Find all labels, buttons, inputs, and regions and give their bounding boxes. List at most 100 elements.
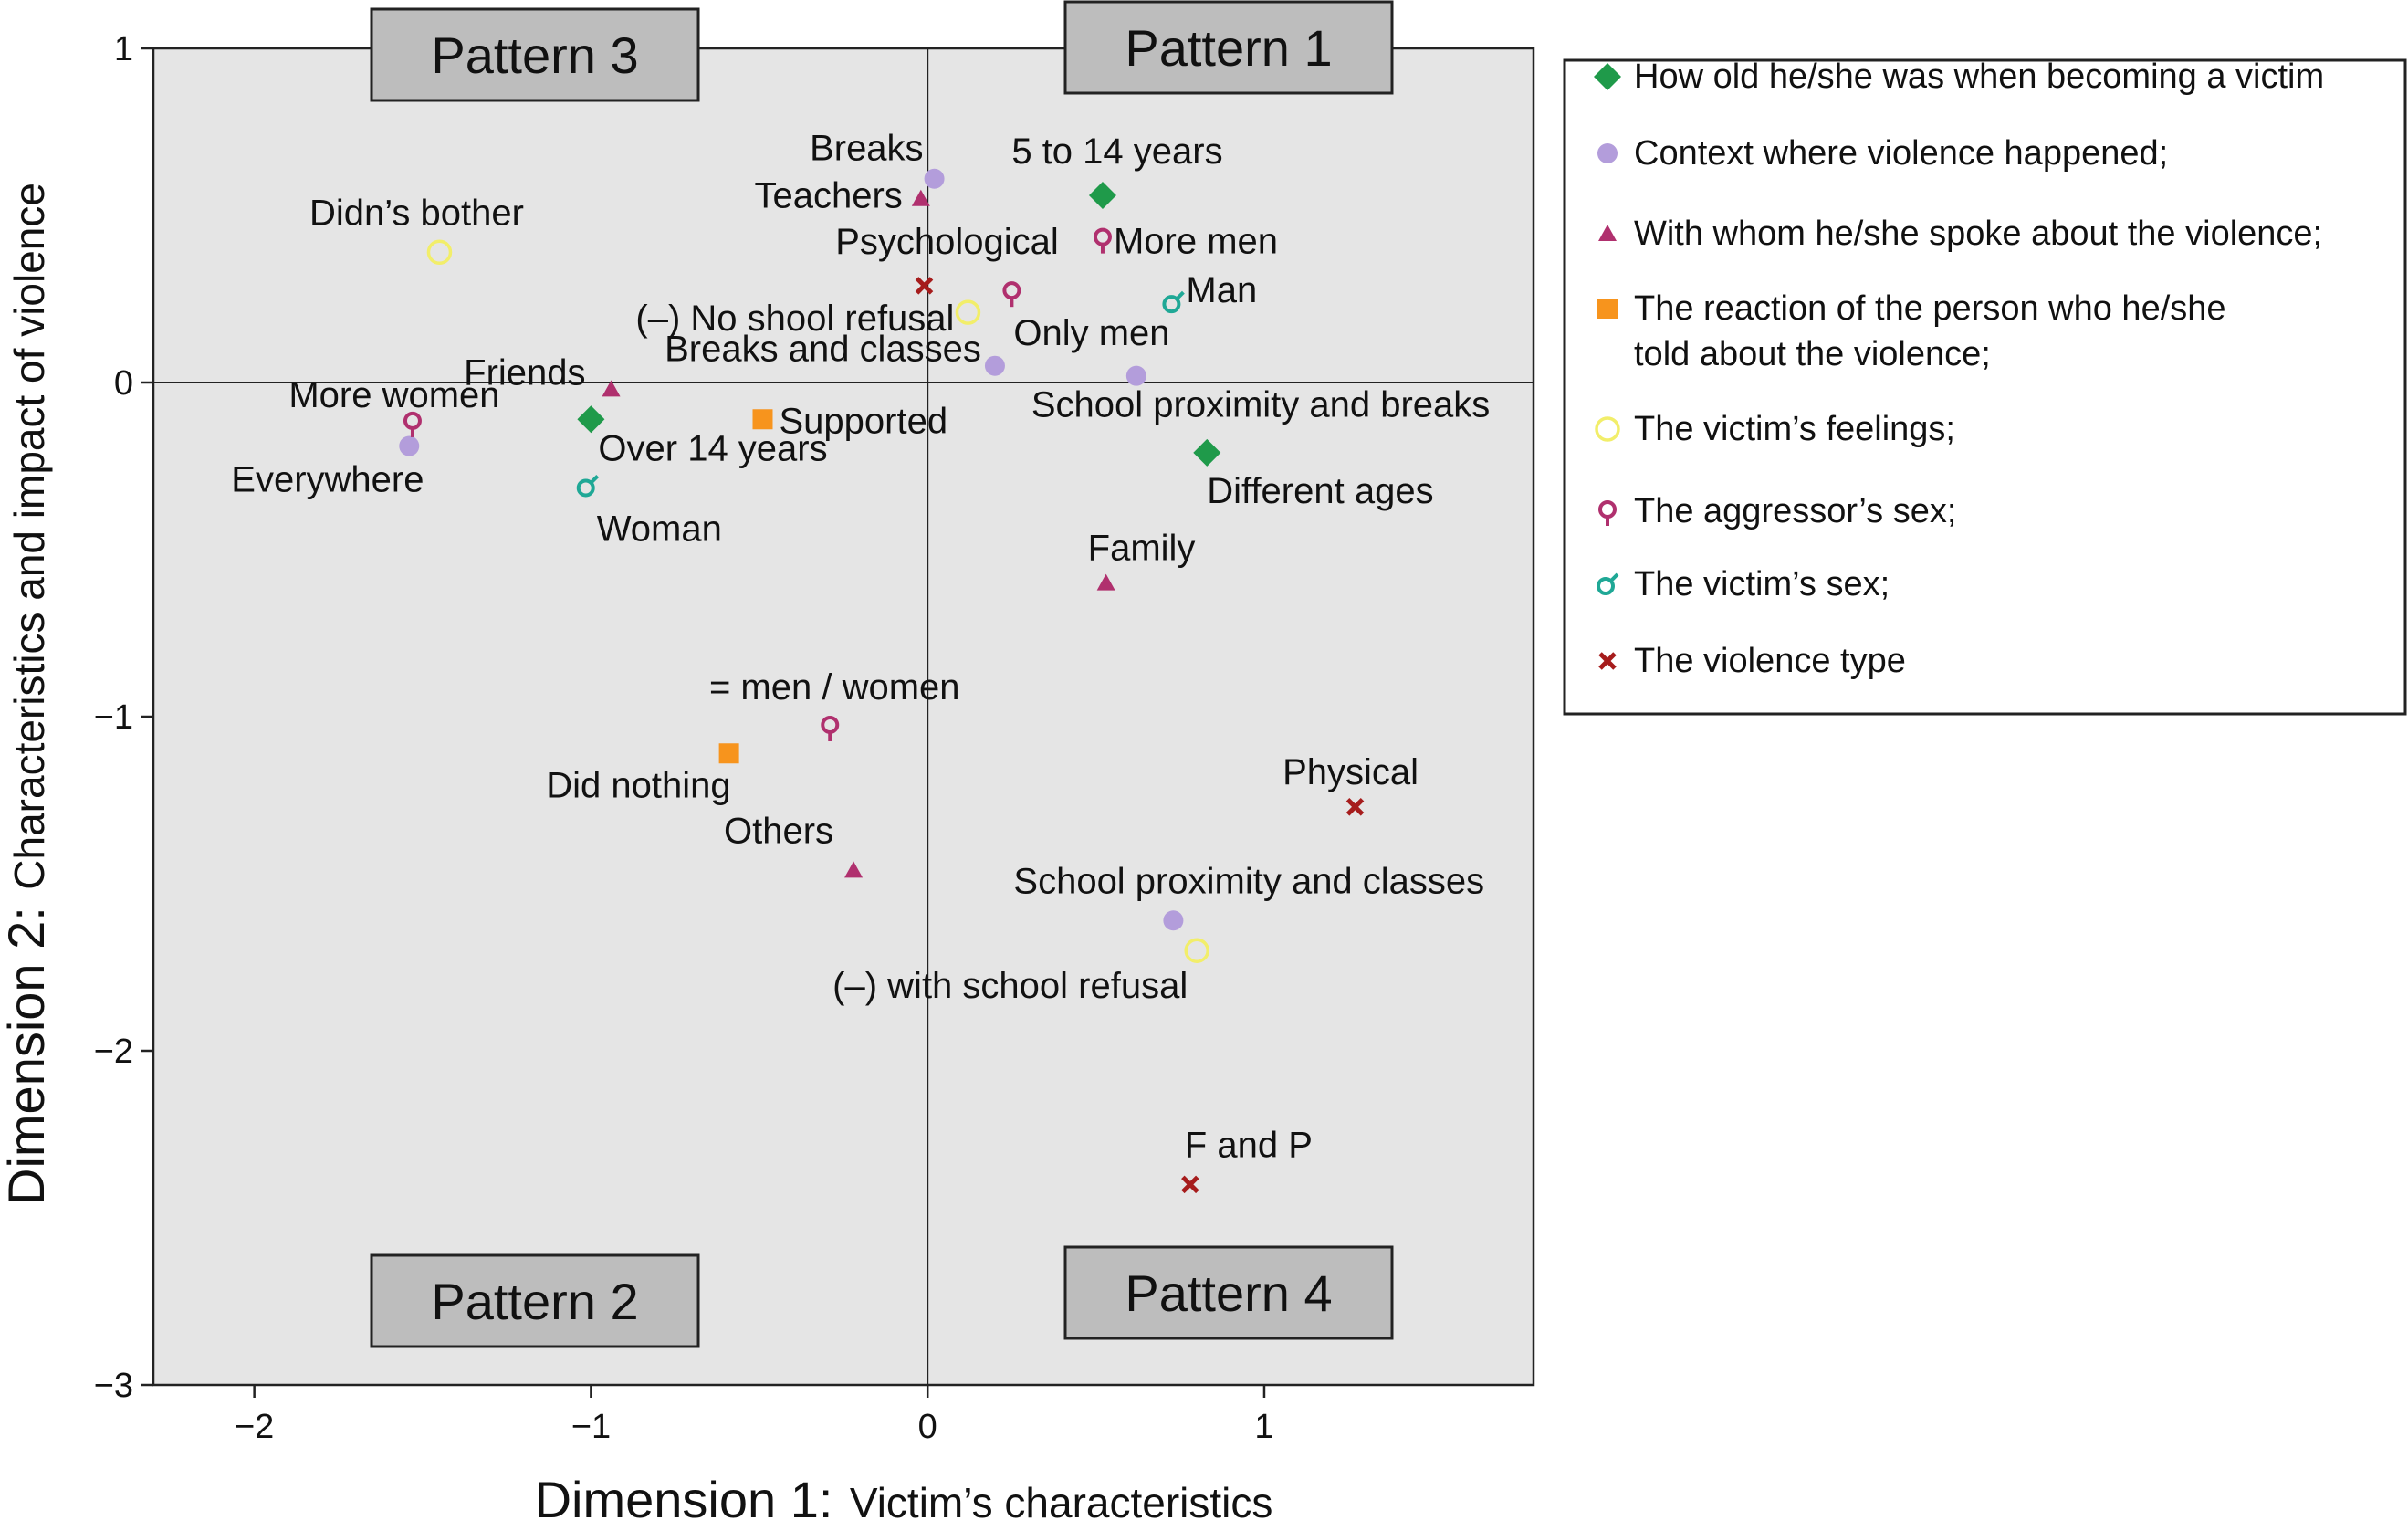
data-point <box>718 743 739 764</box>
marker-shape <box>602 380 621 397</box>
y-axis-title-prefix: Dimension 2: <box>0 907 55 1205</box>
marker-shape <box>1181 1175 1199 1194</box>
marker-shape <box>752 409 773 430</box>
marker-shape <box>844 861 864 878</box>
point-label: Only men <box>1013 313 1169 353</box>
point-label: More men <box>1114 222 1278 262</box>
data-point <box>1184 938 1209 963</box>
legend-marker <box>1598 225 1617 241</box>
x-tick-label: −1 <box>571 1408 611 1446</box>
data-point <box>1181 1175 1199 1194</box>
point-label: = men / women <box>709 667 960 708</box>
point-label: Did nothing <box>546 765 730 805</box>
data-point <box>1345 798 1365 816</box>
point-label: (–) No shool refusal <box>635 299 954 339</box>
pattern-box: Pattern 1 <box>1063 0 1394 95</box>
marker-shape <box>426 239 453 266</box>
data-point <box>1163 910 1184 931</box>
pattern-box-frame <box>1063 1245 1394 1340</box>
y-axis-title: Dimension 2: Characteristics and impact … <box>0 183 55 1205</box>
marker-shape <box>924 168 945 189</box>
point-label: Over 14 years <box>598 428 827 468</box>
data-point <box>844 861 864 878</box>
marker-shape <box>576 478 595 498</box>
point-label: Breaks and classes <box>665 330 981 370</box>
y-tick-label: −2 <box>94 1033 133 1071</box>
marker-shape <box>1597 577 1615 595</box>
data-point <box>576 475 600 498</box>
marker-shape <box>1193 438 1221 467</box>
legend-marker <box>1597 572 1619 595</box>
data-point <box>426 239 453 266</box>
data-point <box>1093 227 1112 254</box>
legend-marker <box>1594 63 1621 90</box>
legend-marker <box>1597 299 1618 319</box>
marker-shape <box>1598 225 1617 241</box>
marker-shape <box>1162 295 1181 314</box>
legend-entry: The violence type <box>1634 642 1906 680</box>
data-point <box>1088 182 1116 210</box>
data-point <box>403 411 422 437</box>
marker-shape <box>915 277 934 295</box>
data-point <box>1193 438 1221 467</box>
marker-shape <box>399 435 420 456</box>
legend-marker <box>1597 143 1618 163</box>
marker-shape <box>1175 290 1185 300</box>
pattern-box-frame <box>1063 0 1394 95</box>
point-label: 5 to 14 years <box>1011 131 1222 172</box>
pattern-box: Pattern 2 <box>370 1253 700 1348</box>
legend-entry: With whom he/she spoke about the violenc… <box>1634 215 2322 253</box>
point-label: Different ages <box>1207 471 1433 511</box>
pattern-box-frame <box>370 1253 700 1348</box>
marker-shape <box>1609 572 1619 582</box>
point-label: Woman <box>597 509 722 549</box>
legend-entry: How old he/she was when becoming a victi… <box>1634 58 2324 96</box>
marker-shape <box>984 355 1005 376</box>
point-label: Family <box>1088 529 1196 569</box>
y-tick-label: 0 <box>114 364 133 403</box>
legend-entry-line2: told about the violence; <box>1634 335 1991 373</box>
data-point <box>911 189 930 206</box>
pattern-label: Pattern 1 <box>1125 19 1332 77</box>
pattern-label: Pattern 2 <box>431 1273 638 1330</box>
data-point <box>602 380 621 397</box>
point-label: More women <box>288 375 499 415</box>
data-point <box>1162 290 1185 314</box>
plot-area <box>152 47 1535 1387</box>
legend-entry: The victim’s sex; <box>1634 565 1890 603</box>
point-label: Friends <box>464 352 585 393</box>
x-tick-label: 0 <box>918 1408 937 1446</box>
marker-shape <box>718 743 739 764</box>
data-point <box>1096 573 1115 591</box>
marker-shape <box>1088 182 1116 210</box>
marker-shape <box>1597 299 1618 319</box>
pattern-box-frame <box>370 7 700 102</box>
point-label: F and P <box>1185 1125 1313 1165</box>
legend-entry: The aggressor’s sex; <box>1634 492 1956 530</box>
marker-shape <box>590 475 600 484</box>
legend-box <box>1563 58 2407 716</box>
marker-shape <box>911 189 930 206</box>
marker-shape <box>1163 910 1184 931</box>
pattern-box: Pattern 4 <box>1063 1245 1394 1340</box>
x-axis-title-prefix: Dimension 1: <box>535 1471 833 1528</box>
data-point <box>399 435 420 456</box>
data-point <box>984 355 1005 376</box>
point-label: (–) with school refusal <box>832 966 1188 1006</box>
legend-entry: Context where violence happened; <box>1634 134 2168 173</box>
y-tick-label: −3 <box>94 1367 133 1405</box>
marker-shape <box>577 405 605 434</box>
data-point <box>752 409 773 430</box>
point-label: Everywhere <box>231 460 424 500</box>
point-label: Teachers <box>755 176 903 216</box>
data-point <box>955 299 981 325</box>
data-point <box>1125 365 1146 386</box>
legend-entry: The reaction of the person who he/she <box>1634 289 2226 328</box>
